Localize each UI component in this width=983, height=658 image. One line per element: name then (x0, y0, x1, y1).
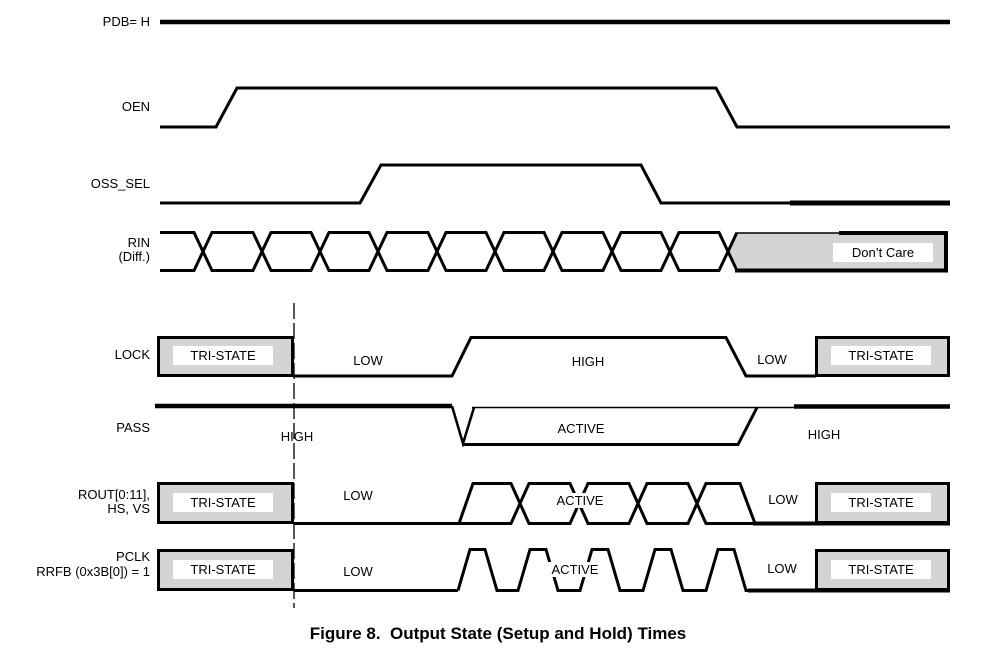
pclk-active-label: ACTIVE (546, 562, 604, 577)
figure-caption: Figure 8. Output State (Setup and Hold) … (309, 624, 687, 643)
oen-waveform (160, 86, 950, 129)
rin-label-line2: (Diff.) (118, 249, 150, 264)
pclk-tristate-left-tag: TRI-STATE (173, 560, 273, 579)
lock-label: LOCK (114, 347, 150, 362)
lock-tristate-right-tag: TRI-STATE (831, 346, 931, 365)
rout-label-line1: ROUT[0:11], (77, 487, 150, 502)
rout-active-label: ACTIVE (551, 493, 609, 508)
rout-low-left-label: LOW (343, 488, 373, 503)
rout-tristate-left-tag: TRI-STATE (173, 493, 273, 512)
pass-high-left-label: HIGH (280, 429, 314, 444)
rout-active-rail-b (459, 482, 755, 525)
pclk-clock-waveform (456, 548, 752, 592)
lock-low-left-label: LOW (353, 353, 383, 368)
rin-dont-care-tag: Don’t Care (833, 243, 933, 262)
rin-bus-rail-a (160, 231, 739, 272)
pass-label: PASS (116, 420, 150, 435)
rin-label-line1: RIN (127, 235, 150, 250)
pclk-label-line2: RRFB (0x3B[0]) = 1 (36, 564, 150, 579)
oen-label: OEN (121, 99, 150, 114)
rout-active-rail-a (457, 482, 757, 525)
pclk-tristate-right-tag: TRI-STATE (831, 560, 931, 579)
lock-low-right-label: LOW (757, 352, 787, 367)
lock-high-label: HIGH (571, 354, 605, 369)
pdb-label: PDB= H (102, 14, 150, 29)
pass-high-right-label: HIGH (807, 427, 841, 442)
rout-low-right-label: LOW (768, 492, 798, 507)
pass-active-bottom-rail (462, 406, 759, 446)
pclk-low-left-label: LOW (343, 564, 373, 579)
pass-split-v (450, 405, 476, 448)
rout-label-line2: HS, VS (107, 501, 150, 516)
pass-active-label: ACTIVE (557, 421, 605, 436)
oss-sel-waveform (160, 163, 792, 205)
lock-tristate-left-tag: TRI-STATE (173, 346, 273, 365)
oss-sel-label: OSS_SEL (90, 176, 150, 191)
pclk-label-line1: PCLK (116, 549, 150, 564)
rin-bus-rail-b (160, 231, 739, 272)
rout-tristate-right-tag: TRI-STATE (831, 493, 931, 512)
lock-waveform (294, 336, 816, 378)
pclk-low-right-label: LOW (767, 561, 797, 576)
